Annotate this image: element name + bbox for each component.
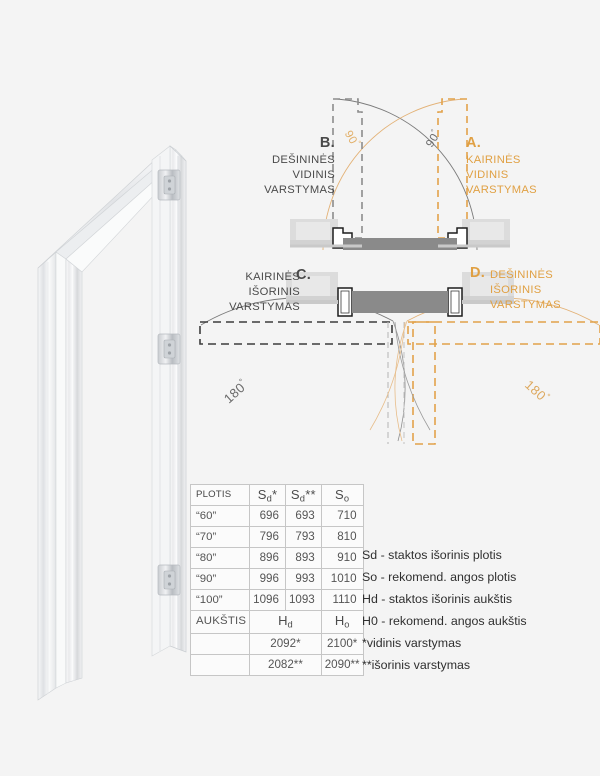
header-sd-star: Sd*	[249, 484, 286, 506]
label-d-line3: VARSTYMAS	[490, 298, 561, 311]
label-d-letter: D.	[470, 265, 486, 281]
label-c-line2: IŠORINIS	[248, 285, 300, 298]
row-sd2: 993	[284, 568, 322, 590]
row-sd1: 696	[249, 505, 286, 527]
door-panel-mid	[352, 291, 448, 313]
header-aukstis: AUKŠTIS	[189, 610, 251, 634]
table-row: “100” 1096 1093 1110	[189, 589, 364, 611]
label-a-line2: VIDINIS	[466, 168, 509, 181]
label-a-line3: VARSTYMAS	[466, 183, 537, 196]
legend-block: Sd - staktos išorinis plotis So - rekome…	[362, 544, 527, 676]
row-size: “70”	[189, 526, 251, 548]
table-row: “70” 796 793 810	[189, 526, 364, 548]
label-a-letter: A.	[466, 135, 482, 151]
table-header-row-width: PLOTIS Sd* Sd** So	[189, 484, 364, 506]
label-c-letter-wrap: C.	[296, 264, 311, 285]
row-sd1: 1096	[249, 589, 286, 611]
header-ho: Ho	[320, 610, 364, 634]
label-d-letter-wrap: D.	[470, 262, 485, 283]
row-size: “80”	[189, 547, 251, 569]
height-row-blank	[189, 632, 251, 655]
label-b-letter: B.	[319, 135, 335, 151]
label-b-line1: DEŠININĖS	[271, 154, 335, 167]
row-so: 810	[320, 526, 364, 548]
arc-180-orange-inner	[394, 320, 408, 442]
label-variant-d: DEŠININĖS IŠORINIS VARSTYMAS	[490, 268, 594, 312]
table-row: “90” 996 993 1010	[189, 568, 364, 590]
hinge-upper	[157, 169, 181, 201]
label-variant-c: KAIRINĖS IŠORINIS VARSTYMAS	[196, 270, 300, 314]
legend-line: Hd - staktos išorinis aukštis	[362, 592, 513, 607]
label-variant-b: B. DEŠININĖS VIDINIS VARSTYMAS	[243, 134, 335, 197]
label-c-line3: VARSTYMAS	[229, 300, 300, 313]
label-d-line1: DEŠININĖS	[490, 269, 554, 281]
row-so: 910	[320, 547, 364, 569]
label-c-letter: C.	[296, 267, 312, 283]
header-sd-doublestar: Sd**	[284, 484, 322, 506]
row-sd2: 693	[284, 505, 322, 527]
row-sd1: 796	[249, 526, 286, 548]
row-so: 1110	[320, 589, 364, 611]
height-row-blank	[189, 653, 251, 676]
height-ho: 2100*	[320, 632, 364, 655]
header-so: So	[320, 484, 364, 506]
arc-180-gray-inner	[392, 320, 406, 442]
legend-line: **išorinis varstymas	[362, 658, 471, 673]
door-panel-top	[343, 238, 457, 250]
table-header-row-height: AUKŠTIS Hd Ho	[189, 610, 364, 634]
label-a-line1: KAIRINĖS	[466, 154, 521, 167]
row-sd2: 1093	[284, 589, 322, 611]
height-hd: 2092*	[249, 632, 322, 655]
row-size: “90”	[189, 568, 251, 590]
row-size: “100”	[189, 589, 251, 611]
door-leaf-c-open	[199, 321, 393, 345]
legend-line: Sd - staktos išorinis plotis	[362, 548, 502, 562]
legend-line: *vidinis varstymas	[362, 636, 462, 651]
table-row: “80” 896 893 910	[189, 547, 364, 569]
table-row: 2082** 2090**	[189, 653, 364, 676]
height-ho: 2090**	[320, 653, 364, 676]
row-so: 710	[320, 505, 364, 527]
row-sd1: 996	[249, 568, 286, 590]
door-leaf-d-open	[407, 321, 600, 345]
door-leaf-d-closed	[412, 321, 436, 445]
label-c-line1: KAIRINĖS	[245, 271, 300, 283]
label-variant-a: A. KAIRINĖS VIDINIS VARSTYMAS	[466, 134, 564, 197]
row-sd1: 896	[249, 547, 286, 569]
dimensions-table: PLOTIS Sd* Sd** So “60” 696 693 710 “70”…	[189, 484, 364, 676]
height-hd: 2082**	[249, 653, 322, 676]
hinge-lower	[157, 564, 181, 596]
label-b-line2: VIDINIS	[292, 168, 335, 181]
legend-line: So - rekomend. angos plotis	[362, 570, 517, 585]
table-row: “60” 696 693 710	[189, 505, 364, 527]
legend-line: H0 - rekomend. angos aukštis	[362, 614, 527, 629]
table-row: 2092* 2100*	[189, 632, 364, 655]
header-hd: Hd	[249, 610, 322, 634]
label-b-line3: VARSTYMAS	[264, 183, 335, 196]
label-d-line2: IŠORINIS	[490, 283, 542, 296]
row-so: 1010	[320, 568, 364, 590]
hinge-middle	[157, 333, 181, 365]
row-sd2: 893	[284, 547, 322, 569]
header-plotis: PLOTIS	[189, 484, 251, 506]
row-size: “60”	[189, 505, 251, 527]
row-sd2: 793	[284, 526, 322, 548]
